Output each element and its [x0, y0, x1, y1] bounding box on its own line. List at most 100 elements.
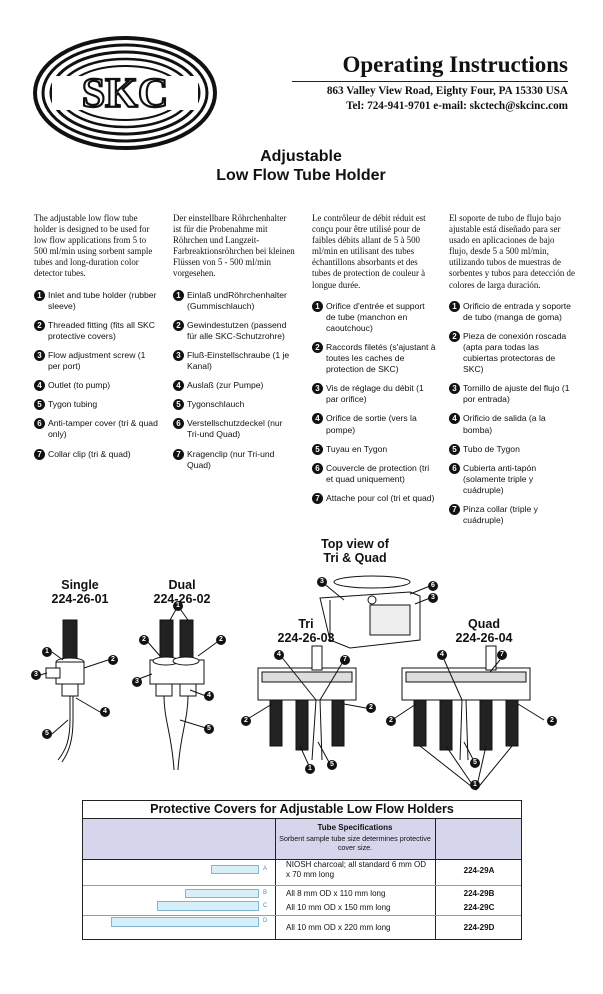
- number-badge: 4: [34, 380, 45, 392]
- number-badge: 1: [312, 300, 323, 312]
- item-text: Auslaß (zur Pumpe): [187, 380, 264, 391]
- callout-2: 2: [386, 716, 396, 726]
- item-text: Gewindestutzen (passend für alle SKC-Sch…: [187, 319, 287, 341]
- part-number: 224-29D: [463, 923, 495, 932]
- callout-2: 2: [241, 716, 251, 726]
- number-badge: 1: [34, 289, 45, 301]
- number-badge: 1: [449, 300, 460, 312]
- dual-holder-drawing: [149, 619, 205, 771]
- single-name: Single: [61, 578, 99, 592]
- column-divider: [275, 818, 276, 939]
- callout-2: 2: [216, 635, 226, 645]
- item-text: Collar clip (tri & quad): [48, 448, 131, 459]
- part-number: 224-29C: [463, 903, 495, 912]
- callout-1: 1: [305, 764, 315, 774]
- intro-english: The adjustable low flow tube holder is d…: [34, 213, 153, 279]
- header-divider: [292, 81, 568, 82]
- quad-part-number: 224-26-04: [455, 631, 513, 645]
- callout-7: 7: [340, 655, 350, 665]
- number-badge: 1: [173, 289, 184, 301]
- quad-name: Quad: [468, 617, 500, 631]
- row-divider: [83, 885, 521, 886]
- callout-3: 3: [132, 677, 142, 687]
- dual-label: Dual 224-26-02: [142, 578, 222, 606]
- tube-holder-diagram: [39, 575, 545, 791]
- number-badge: 6: [173, 418, 184, 430]
- callout-5: 5: [42, 729, 52, 739]
- number-badge: 5: [449, 443, 460, 455]
- dual-name: Dual: [168, 578, 196, 592]
- number-badge: 5: [312, 443, 323, 455]
- number-badge: 4: [173, 380, 184, 392]
- column-german: Der einstellbare Röhrchenhalter ist für …: [173, 213, 295, 479]
- table-title: Protective Covers for Adjustable Low Flo…: [83, 801, 521, 819]
- callout-1: 1: [470, 780, 480, 790]
- tube-size-d: [111, 917, 259, 927]
- tri-part-number: 224-26-03: [277, 631, 335, 645]
- number-badge: 2: [449, 330, 460, 342]
- document-title-line1: Adjustable: [260, 148, 342, 165]
- item-text: Raccords filetés (s'ajustant à toutes le…: [326, 341, 436, 375]
- number-badge: 2: [312, 341, 323, 353]
- header-contact: Tel: 724-941-9701 e-mail: skctech@skcinc…: [346, 100, 568, 112]
- item-text: Attache pour col (tri et quad): [326, 492, 435, 503]
- item-text: Cubierta anti-tapón (solamente triple y …: [463, 462, 537, 495]
- column-divider: [435, 818, 436, 939]
- number-badge: 7: [34, 448, 45, 460]
- number-badge: 4: [449, 413, 460, 425]
- single-holder-drawing: [45, 619, 85, 763]
- top-view-line2: Tri & Quad: [323, 551, 387, 565]
- item-text: Fluß-Einstellschraube (1 je Kanal): [187, 349, 290, 372]
- number-badge: 3: [312, 383, 323, 395]
- column-english: The adjustable low flow tube holder is d…: [34, 213, 158, 468]
- tri-name: Tri: [298, 617, 314, 631]
- intro-german: Der einstellbare Röhrchenhalter ist für …: [173, 213, 295, 279]
- part-number: 224-29A: [463, 866, 495, 875]
- top-view-label: Top view of Tri & Quad: [305, 537, 405, 565]
- top-view-drawing: [319, 575, 421, 649]
- item-text: Pinza collar (triple y cuádruple): [463, 503, 538, 526]
- tube-letter: D: [263, 918, 268, 924]
- tri-label: Tri 224-26-03: [266, 617, 346, 645]
- item-text: Outlet (to pump): [48, 380, 111, 391]
- tube-letter: C: [263, 903, 268, 909]
- item-text: Orifice d'entrée et support de tube (man…: [326, 300, 425, 333]
- callout-3: 3: [31, 670, 41, 680]
- callout-2: 2: [547, 716, 557, 726]
- callout-4: 4: [204, 691, 214, 701]
- callout-6: 6: [428, 581, 438, 591]
- number-badge: 3: [173, 349, 184, 361]
- callout-2: 2: [108, 655, 118, 665]
- document-title: Adjustable Low Flow Tube Holder: [120, 147, 482, 185]
- item-text: Einlaß undRöhrchenhalter (Gummischlauch): [187, 289, 287, 311]
- callout-1: 1: [173, 601, 183, 611]
- spec-text: All 8 mm OD x 110 mm long: [286, 889, 386, 898]
- item-text: Anti-tamper cover (tri & quad only): [48, 418, 158, 440]
- tube-letter: A: [263, 866, 268, 872]
- number-badge: 4: [312, 413, 323, 425]
- part-number: 224-29B: [463, 889, 495, 898]
- callout-4: 4: [437, 650, 447, 660]
- number-badge: 3: [449, 383, 460, 395]
- document-title-line2: Low Flow Tube Holder: [216, 167, 386, 184]
- header-address: 863 Valley View Road, Eighty Four, PA 15…: [326, 85, 568, 97]
- number-badge: 6: [449, 462, 460, 474]
- spec-text: NIOSH charcoal; all standard 6 mm OD x 7…: [286, 860, 427, 879]
- item-text: Couvercle de protection (tri et quad uni…: [326, 462, 430, 484]
